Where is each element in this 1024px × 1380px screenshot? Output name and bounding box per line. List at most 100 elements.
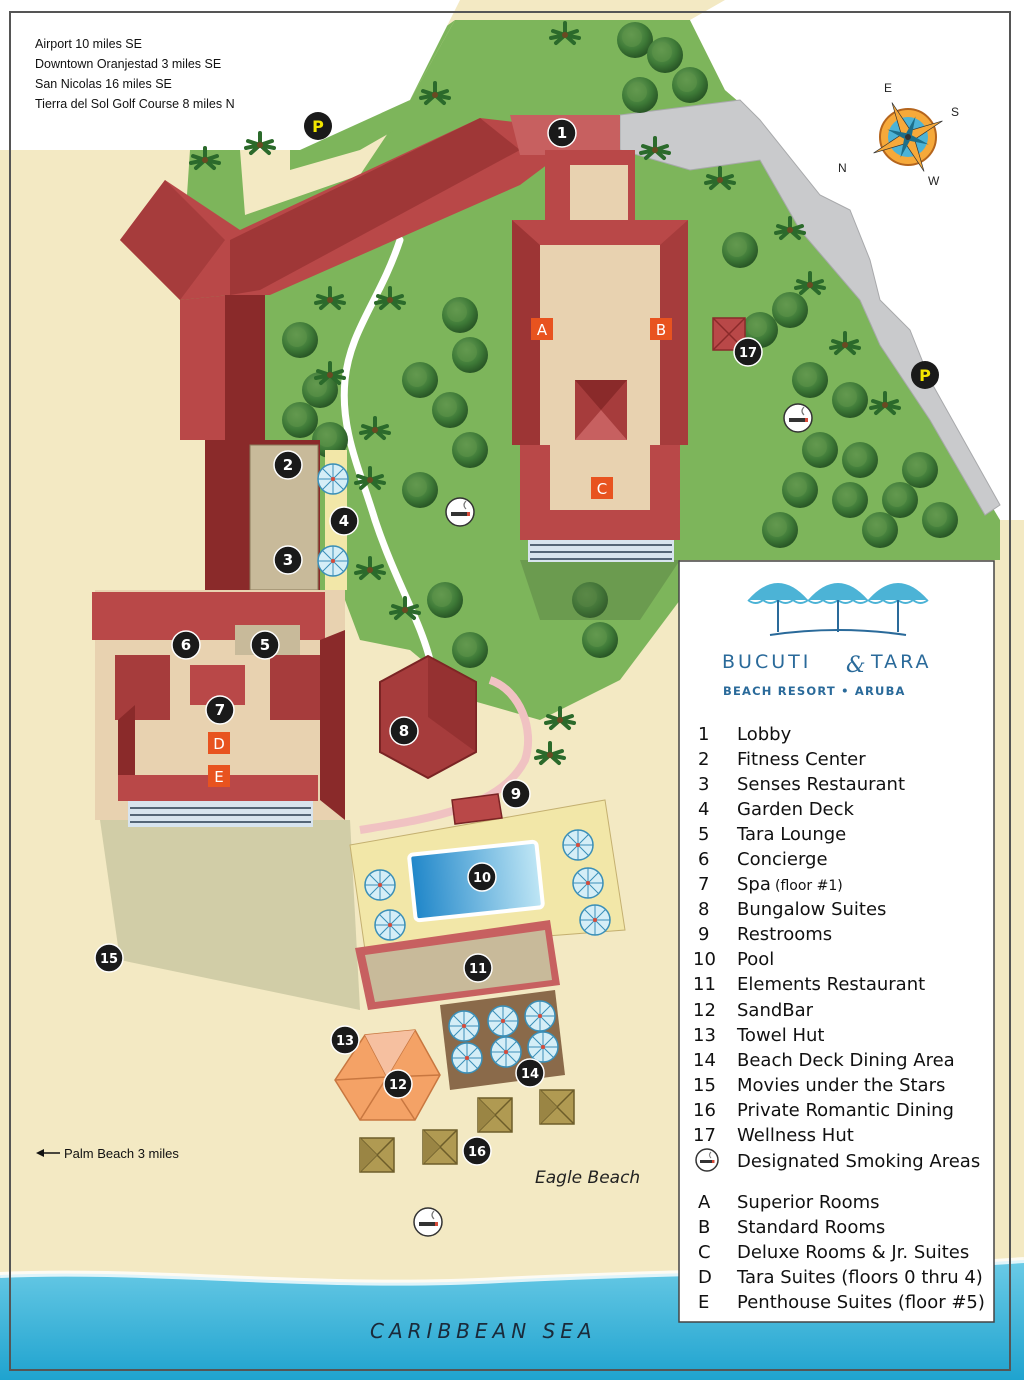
svg-text:8: 8 (399, 722, 409, 740)
eagle-beach-label: Eagle Beach (535, 1168, 640, 1188)
svg-text:3: 3 (283, 551, 293, 569)
svg-text:Pool: Pool (737, 949, 774, 970)
compass-n: N (838, 161, 847, 175)
room-tag-d[interactable]: D (208, 732, 230, 754)
marker-11[interactable]: 11 (463, 953, 493, 983)
svg-text:Superior Rooms: Superior Rooms (737, 1192, 880, 1213)
parking-marker-north[interactable]: P (304, 112, 332, 140)
marker-3[interactable]: 3 (273, 545, 303, 575)
svg-text:Tara Suites (floors 0 thru 4): Tara Suites (floors 0 thru 4) (736, 1267, 983, 1288)
distance-san-nicolas: San Nicolas 16 miles SE (35, 77, 172, 91)
room-tag-c[interactable]: C (591, 477, 613, 499)
legend-row-17[interactable]: 17 Wellness Hut (693, 1125, 854, 1146)
svg-text:Garden Deck: Garden Deck (737, 799, 855, 820)
smoking-area-icon[interactable] (413, 1207, 443, 1237)
distance-airport: Airport 10 miles SE (35, 37, 142, 51)
svg-text:14: 14 (521, 1067, 539, 1082)
map-frame (9, 11, 1011, 1371)
building-shadow (100, 820, 360, 1010)
caribbean-sea-label: CARIBBEAN SEA (370, 1319, 597, 1343)
svg-text:8: 8 (698, 899, 709, 920)
svg-text:17: 17 (739, 346, 757, 361)
distance-oranjestad: Downtown Oranjestad 3 miles SE (35, 57, 221, 71)
marker-12[interactable]: 12 (383, 1069, 413, 1099)
svg-text:3: 3 (698, 774, 709, 795)
legend-row-8[interactable]: 8 Bungalow Suites (698, 899, 886, 920)
room-tag-e[interactable]: E (208, 765, 230, 787)
svg-text:6: 6 (181, 636, 191, 654)
legend-row-15[interactable]: 15 Movies under the Stars (693, 1075, 945, 1096)
marker-1[interactable]: 1 (547, 118, 577, 148)
svg-text:5: 5 (260, 636, 270, 654)
marker-5[interactable]: 5 (250, 630, 280, 660)
svg-text:Senses Restaurant: Senses Restaurant (737, 774, 905, 795)
marker-16[interactable]: 16 (462, 1136, 492, 1166)
marker-9[interactable]: 9 (501, 779, 531, 809)
smoking-area-icon[interactable] (783, 403, 813, 433)
marker-15[interactable]: 15 (94, 943, 124, 973)
room-tag-b[interactable]: B (650, 318, 672, 340)
svg-text:11: 11 (469, 962, 487, 977)
svg-text:Beach Deck Dining Area: Beach Deck Dining Area (737, 1050, 955, 1071)
legend-row-4[interactable]: 4 Garden Deck (698, 799, 855, 820)
svg-text:Wellness Hut: Wellness Hut (737, 1125, 854, 1146)
svg-text:16: 16 (693, 1100, 716, 1121)
legend-row-smoking[interactable]: Designated Smoking Areas (695, 1148, 980, 1172)
marker-13[interactable]: 13 (330, 1025, 360, 1055)
smoking-area-icon[interactable] (445, 497, 475, 527)
marker-14[interactable]: 14 (515, 1058, 545, 1088)
svg-text:Spa: Spa (737, 874, 771, 895)
svg-text:7: 7 (215, 701, 225, 719)
svg-text:4: 4 (339, 512, 349, 530)
svg-text:17: 17 (693, 1125, 716, 1146)
room-tag-a[interactable]: A (531, 318, 553, 340)
svg-text:12: 12 (389, 1078, 407, 1093)
compass-s: S (951, 105, 959, 119)
marker-4[interactable]: 4 (329, 506, 359, 536)
distance-golf-course: Tierra del Sol Golf Course 8 miles N (35, 97, 235, 111)
building-north-wing (120, 115, 620, 440)
marker-10[interactable]: 10 (467, 862, 497, 892)
marker-7[interactable]: 7 (205, 695, 235, 725)
svg-text:Movies under the Stars: Movies under the Stars (737, 1075, 945, 1096)
svg-text:16: 16 (468, 1145, 486, 1160)
svg-text:2: 2 (698, 749, 709, 770)
svg-text:SandBar: SandBar (737, 1000, 814, 1021)
palm-beach-note: Palm Beach 3 miles (36, 1146, 179, 1161)
svg-text:9: 9 (698, 924, 709, 945)
svg-text:Bungalow Suites: Bungalow Suites (737, 899, 886, 920)
svg-text:15: 15 (693, 1075, 716, 1096)
elements-restaurant (355, 920, 560, 1010)
svg-text:P: P (919, 366, 931, 385)
legend-row-3[interactable]: 3 Senses Restaurant (698, 774, 905, 795)
svg-text:Lobby: Lobby (737, 724, 792, 745)
svg-text:4: 4 (698, 799, 709, 820)
marker-17[interactable]: 17 (733, 337, 763, 367)
marker-2[interactable]: 2 (273, 450, 303, 480)
svg-text:13: 13 (693, 1025, 716, 1046)
marker-8[interactable]: 8 (389, 716, 419, 746)
marker-6[interactable]: 6 (171, 630, 201, 660)
parking-marker-east[interactable]: P (911, 361, 939, 389)
svg-text:Standard Rooms: Standard Rooms (737, 1217, 885, 1238)
svg-text:1: 1 (557, 124, 567, 142)
svg-text:7: 7 (698, 874, 709, 895)
